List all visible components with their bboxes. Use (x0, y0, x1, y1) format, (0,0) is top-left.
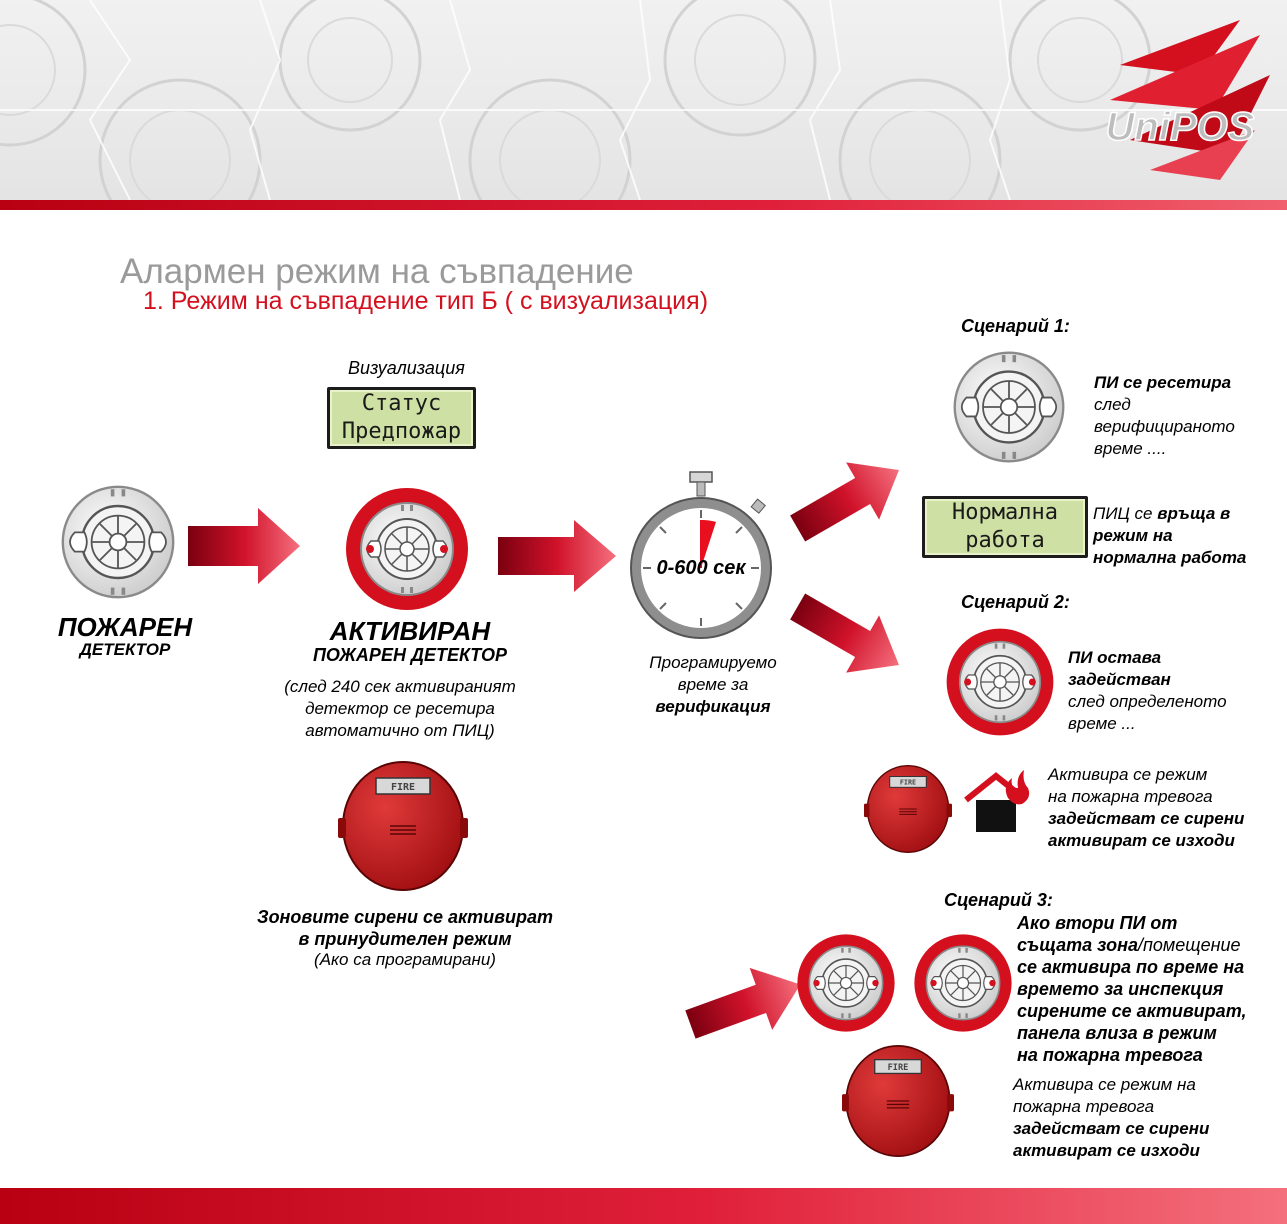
scenario-1-line: време .... (1094, 439, 1167, 458)
reset-detector-icon (953, 351, 1065, 463)
timer-value: 0-600 сек (656, 557, 746, 579)
activated-sublabel: ПОЖАРЕН ДЕТЕКТОР (312, 645, 508, 665)
scenario-3-line: времето за инспекция (1017, 979, 1224, 999)
lcd-line-1: Нормална (952, 500, 1058, 525)
visualization-label: Визуализация (348, 358, 465, 378)
scenario-2-line: ПИ остава (1068, 648, 1162, 667)
panel-text-bold: режим на (1093, 526, 1173, 545)
siren-label: FIRE (900, 779, 916, 787)
lcd-line-2: Предпожар (341, 419, 462, 444)
detector-label: ПОЖАРЕН (57, 612, 193, 642)
lcd-display-prefire: Статус Предпожар (327, 387, 476, 449)
scenario-3-line: /помещение (1137, 935, 1241, 955)
alarm-line: Активира се режим на (1013, 1075, 1196, 1094)
scenario-1-line: верифицираното (1094, 417, 1235, 436)
scenario-2-line: след определеното (1068, 692, 1227, 711)
lcd-line-1: Статус (361, 391, 442, 416)
arrow-right-icon (498, 520, 616, 592)
scenario-3-line: на пожарна тревога (1017, 1045, 1203, 1065)
sirens-line: Зоновите сирени се активират (257, 907, 553, 927)
panel-text-bold: нормална работа (1093, 548, 1247, 567)
scenario-3-line: Ако втори ПИ от (1017, 913, 1178, 933)
arrow-up-right-icon (790, 462, 899, 542)
timer-caption-line: време за (677, 675, 749, 694)
scenario-2-alarm-text: Активира се режим на пожарна тревога зад… (1048, 764, 1283, 852)
scenario-3-alarm-text: Активира се режим на пожарна тревога зад… (1013, 1074, 1281, 1162)
panel-text: ПИЦ се (1093, 504, 1153, 523)
timer-caption-line: верификация (655, 697, 771, 716)
alarm-line: активират се изходи (1013, 1141, 1200, 1160)
siren-icon: FIRE (864, 765, 952, 853)
scenario-1-line: след (1094, 395, 1131, 414)
arrow-down-right-icon (685, 967, 801, 1039)
activated-detector-icon (346, 488, 468, 610)
sirens-note: (Ако са програмирани) (314, 950, 496, 969)
siren-icon: FIRE (338, 761, 468, 891)
siren-label: FIRE (391, 782, 415, 793)
panel-text-bold: връща в (1157, 504, 1231, 523)
timer-caption-line: Програмируемо (649, 653, 777, 672)
activated-note: (след 240 сек активираният детектор се р… (250, 676, 550, 742)
bottom-band (0, 1188, 1287, 1224)
alarm-line: задействат се сирени (1013, 1119, 1210, 1138)
alarm-line: активират се изходи (1048, 831, 1235, 850)
arrow-right-icon (188, 508, 300, 584)
scenario-1-line: ПИ се ресетира (1094, 373, 1232, 392)
scenario-3-text: Ако втори ПИ от същата зона/помещение се… (1017, 912, 1285, 1066)
sirens-text: Зоновите сирени се активират в принудите… (220, 906, 590, 950)
scenario-3-line: панела влиза в режим (1017, 1023, 1217, 1043)
fire-detector-icon (61, 485, 175, 599)
alarm-line: на пожарна тревога (1048, 787, 1213, 806)
arrow-down-right-icon (790, 593, 899, 673)
header-background (0, 0, 1287, 200)
stopwatch-icon: 0-600 сек (630, 471, 772, 639)
activated-label: АКТИВИРАН (329, 616, 491, 646)
activated-note-line: детектор се ресетира (305, 699, 495, 718)
activated-note-line: автоматично от ПИЦ) (305, 721, 495, 740)
activated-note-line: (след 240 сек активираният (284, 677, 516, 696)
alarm-line: пожарна тревога (1013, 1097, 1155, 1116)
scenario-1-title: Сценарий 1: (961, 316, 1070, 336)
scenario-2-title: Сценарий 2: (961, 592, 1070, 612)
scenario-2-text: ПИ остава задействан след определеното в… (1068, 647, 1268, 735)
lcd-line-2: работа (965, 528, 1045, 553)
siren-icon: FIRE (842, 1045, 954, 1157)
sirens-line: в принудителен режим (298, 929, 512, 949)
page-subtitle: 1. Режим на съвпадение тип Б ( с визуали… (143, 287, 709, 315)
second-active-detector-icon (914, 934, 1012, 1032)
alarm-line: задействат се сирени (1048, 809, 1245, 828)
scenario-1-panel-text: ПИЦ се връща в режим на нормална работа (1093, 503, 1283, 569)
page-title: Алармен режим на съвпадение (120, 252, 634, 291)
detector-pattern-background (0, 0, 1287, 200)
unipos-logo: UniPOS (1105, 20, 1270, 180)
lcd-display-normal: Нормална работа (922, 496, 1088, 558)
detector-sublabel: ДЕТЕКТОР (79, 640, 171, 659)
scenario-2-line: време ... (1068, 714, 1136, 733)
top-band (0, 200, 1287, 210)
active-detector-icon (797, 934, 895, 1032)
scenario-2-line: задействан (1068, 670, 1171, 689)
house-fire-icon (964, 770, 1030, 832)
siren-label: FIRE (888, 1063, 909, 1073)
timer-caption: Програмируемо време за верификация (618, 652, 808, 718)
scenario-3-line: се активира по време на (1017, 957, 1245, 977)
scenario-3-line: сирените се активират, (1017, 1001, 1247, 1021)
logo-text: UniPOS (1106, 105, 1255, 149)
active-detector-icon (946, 628, 1054, 736)
scenario-3-title: Сценарий 3: (944, 890, 1053, 910)
scenario-1-text: ПИ се ресетира след верифицираното време… (1094, 372, 1284, 460)
scenario-3-line-bold: същата зона (1017, 935, 1138, 955)
alarm-line: Активира се режим (1048, 765, 1208, 784)
